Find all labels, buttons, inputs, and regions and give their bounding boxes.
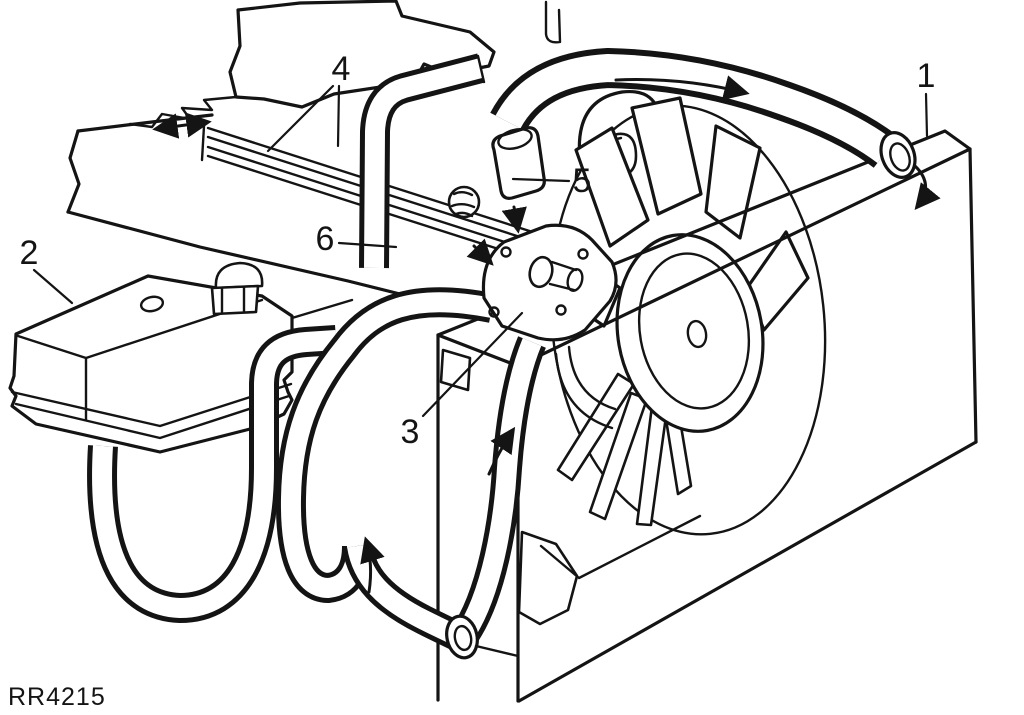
fan-hub-center-hole: [686, 319, 708, 349]
fan-hub-outer: [615, 233, 765, 433]
top-inlet-ring: [879, 131, 917, 179]
fan-blade-upper-left: [574, 126, 650, 248]
radiator: [436, 129, 978, 703]
top-hose: [495, 53, 895, 164]
callout-4-leader-right: [336, 84, 341, 148]
callout-6: 6: [316, 220, 398, 258]
lower-bracket: [517, 514, 702, 626]
callout-3: 3: [401, 311, 524, 451]
bottom-radiator-hose: [454, 338, 542, 643]
pump-spigot: [528, 255, 554, 289]
up-from-radiator-outlet-arrow: [360, 536, 385, 594]
radiator-top-face: [436, 129, 972, 368]
heater-pipe-end-cap: [200, 124, 206, 162]
callout-4-number: 4: [332, 50, 351, 88]
radiator-bottom-outlet: [445, 614, 520, 660]
expansion-tank-rim-lower: [14, 394, 291, 440]
fan-blade-top-right: [704, 124, 762, 240]
into-water-pump-diagonal-arrow: [466, 238, 494, 266]
lower-bracket-lines: [539, 514, 702, 580]
water-pump-body: [481, 223, 618, 342]
corrugated-fitting-ribs: [450, 191, 476, 218]
callout-2-leader: [32, 268, 74, 305]
lower-bracket-wedge: [517, 530, 579, 626]
engine-bracket-top: [544, 0, 562, 44]
fan-blade-top: [630, 96, 703, 216]
expansion-tank-vent-hole: [139, 295, 165, 313]
callout-1-leader: [924, 92, 929, 138]
top-inlet-ring-inner: [889, 142, 911, 172]
radiator-top-inlet: [879, 131, 941, 210]
figure-reference-code: RR4215: [8, 683, 106, 711]
pump-loop-hose: [280, 292, 494, 598]
bottom-hose-to-pump-arrow: [487, 426, 516, 476]
callout-4: 4: [266, 50, 351, 153]
filler-cap-dome: [214, 261, 264, 290]
bottom-outlet-ring-inner: [453, 624, 473, 652]
pump-bolt-2: [577, 248, 589, 260]
bottom-outlet-axis-line: [474, 644, 520, 658]
callout-6-number: 6: [316, 220, 335, 258]
pulley-arc-inner: [567, 345, 617, 411]
pump-bolt-1: [500, 246, 512, 258]
pulley-arc-outer: [554, 352, 614, 430]
into-water-pump-down-arrow: [501, 205, 527, 234]
callout-1-number: 1: [917, 57, 936, 95]
expansion-tank: [8, 261, 354, 454]
radiator-right-edge: [968, 147, 978, 444]
heater-hose-stub-end: [497, 128, 533, 150]
callout-5-leader: [511, 177, 571, 183]
callout-1: 1: [917, 57, 936, 138]
filler-cap-nut: [210, 284, 260, 316]
fan-blade-stick-3: [635, 404, 669, 527]
into-radiator-inlet-curved-arrow: [913, 164, 941, 210]
callout-5-number: 5: [573, 162, 592, 200]
callout-3-number: 3: [401, 413, 420, 451]
callout-2: 2: [20, 234, 74, 305]
callout-3-leader: [421, 311, 524, 418]
callout-2-number: 2: [20, 234, 39, 272]
radiator-side-tab: [439, 348, 472, 392]
fan-blade-right: [745, 230, 810, 332]
valve-cover: [228, 0, 496, 109]
top-radiator-hose: [490, 47, 899, 168]
callout-6-leader: [337, 241, 398, 249]
tank-to-engine-line: [290, 298, 354, 320]
expansion-tank-hose: [92, 330, 337, 618]
callout-5: 5: [511, 162, 592, 200]
heater-pipes-double-arrow: [152, 112, 212, 139]
heater-bypass-hose-tube: [364, 58, 484, 269]
top-hose-flow-right-arrow: [614, 75, 750, 101]
fan-hub-face: [637, 252, 751, 410]
pump-spigot-end: [566, 268, 584, 292]
heater-bypass-hose: [359, 53, 486, 269]
radiator-bottom-front-edge: [517, 440, 978, 703]
callouts: 1 2 3 4 5 6: [20, 50, 936, 451]
pump-bolt-3: [555, 304, 567, 316]
callout-4-leader-left: [266, 84, 335, 153]
pump-bolt-4: [488, 306, 500, 318]
engine-block-left-edge: [66, 129, 81, 214]
expansion-tank-rim-upper: [10, 382, 293, 428]
heater-bypass-hose-end-cap: [476, 54, 486, 84]
engine-block-bottom-edge: [66, 210, 406, 297]
filler-cap-nut-facets: [220, 285, 246, 315]
